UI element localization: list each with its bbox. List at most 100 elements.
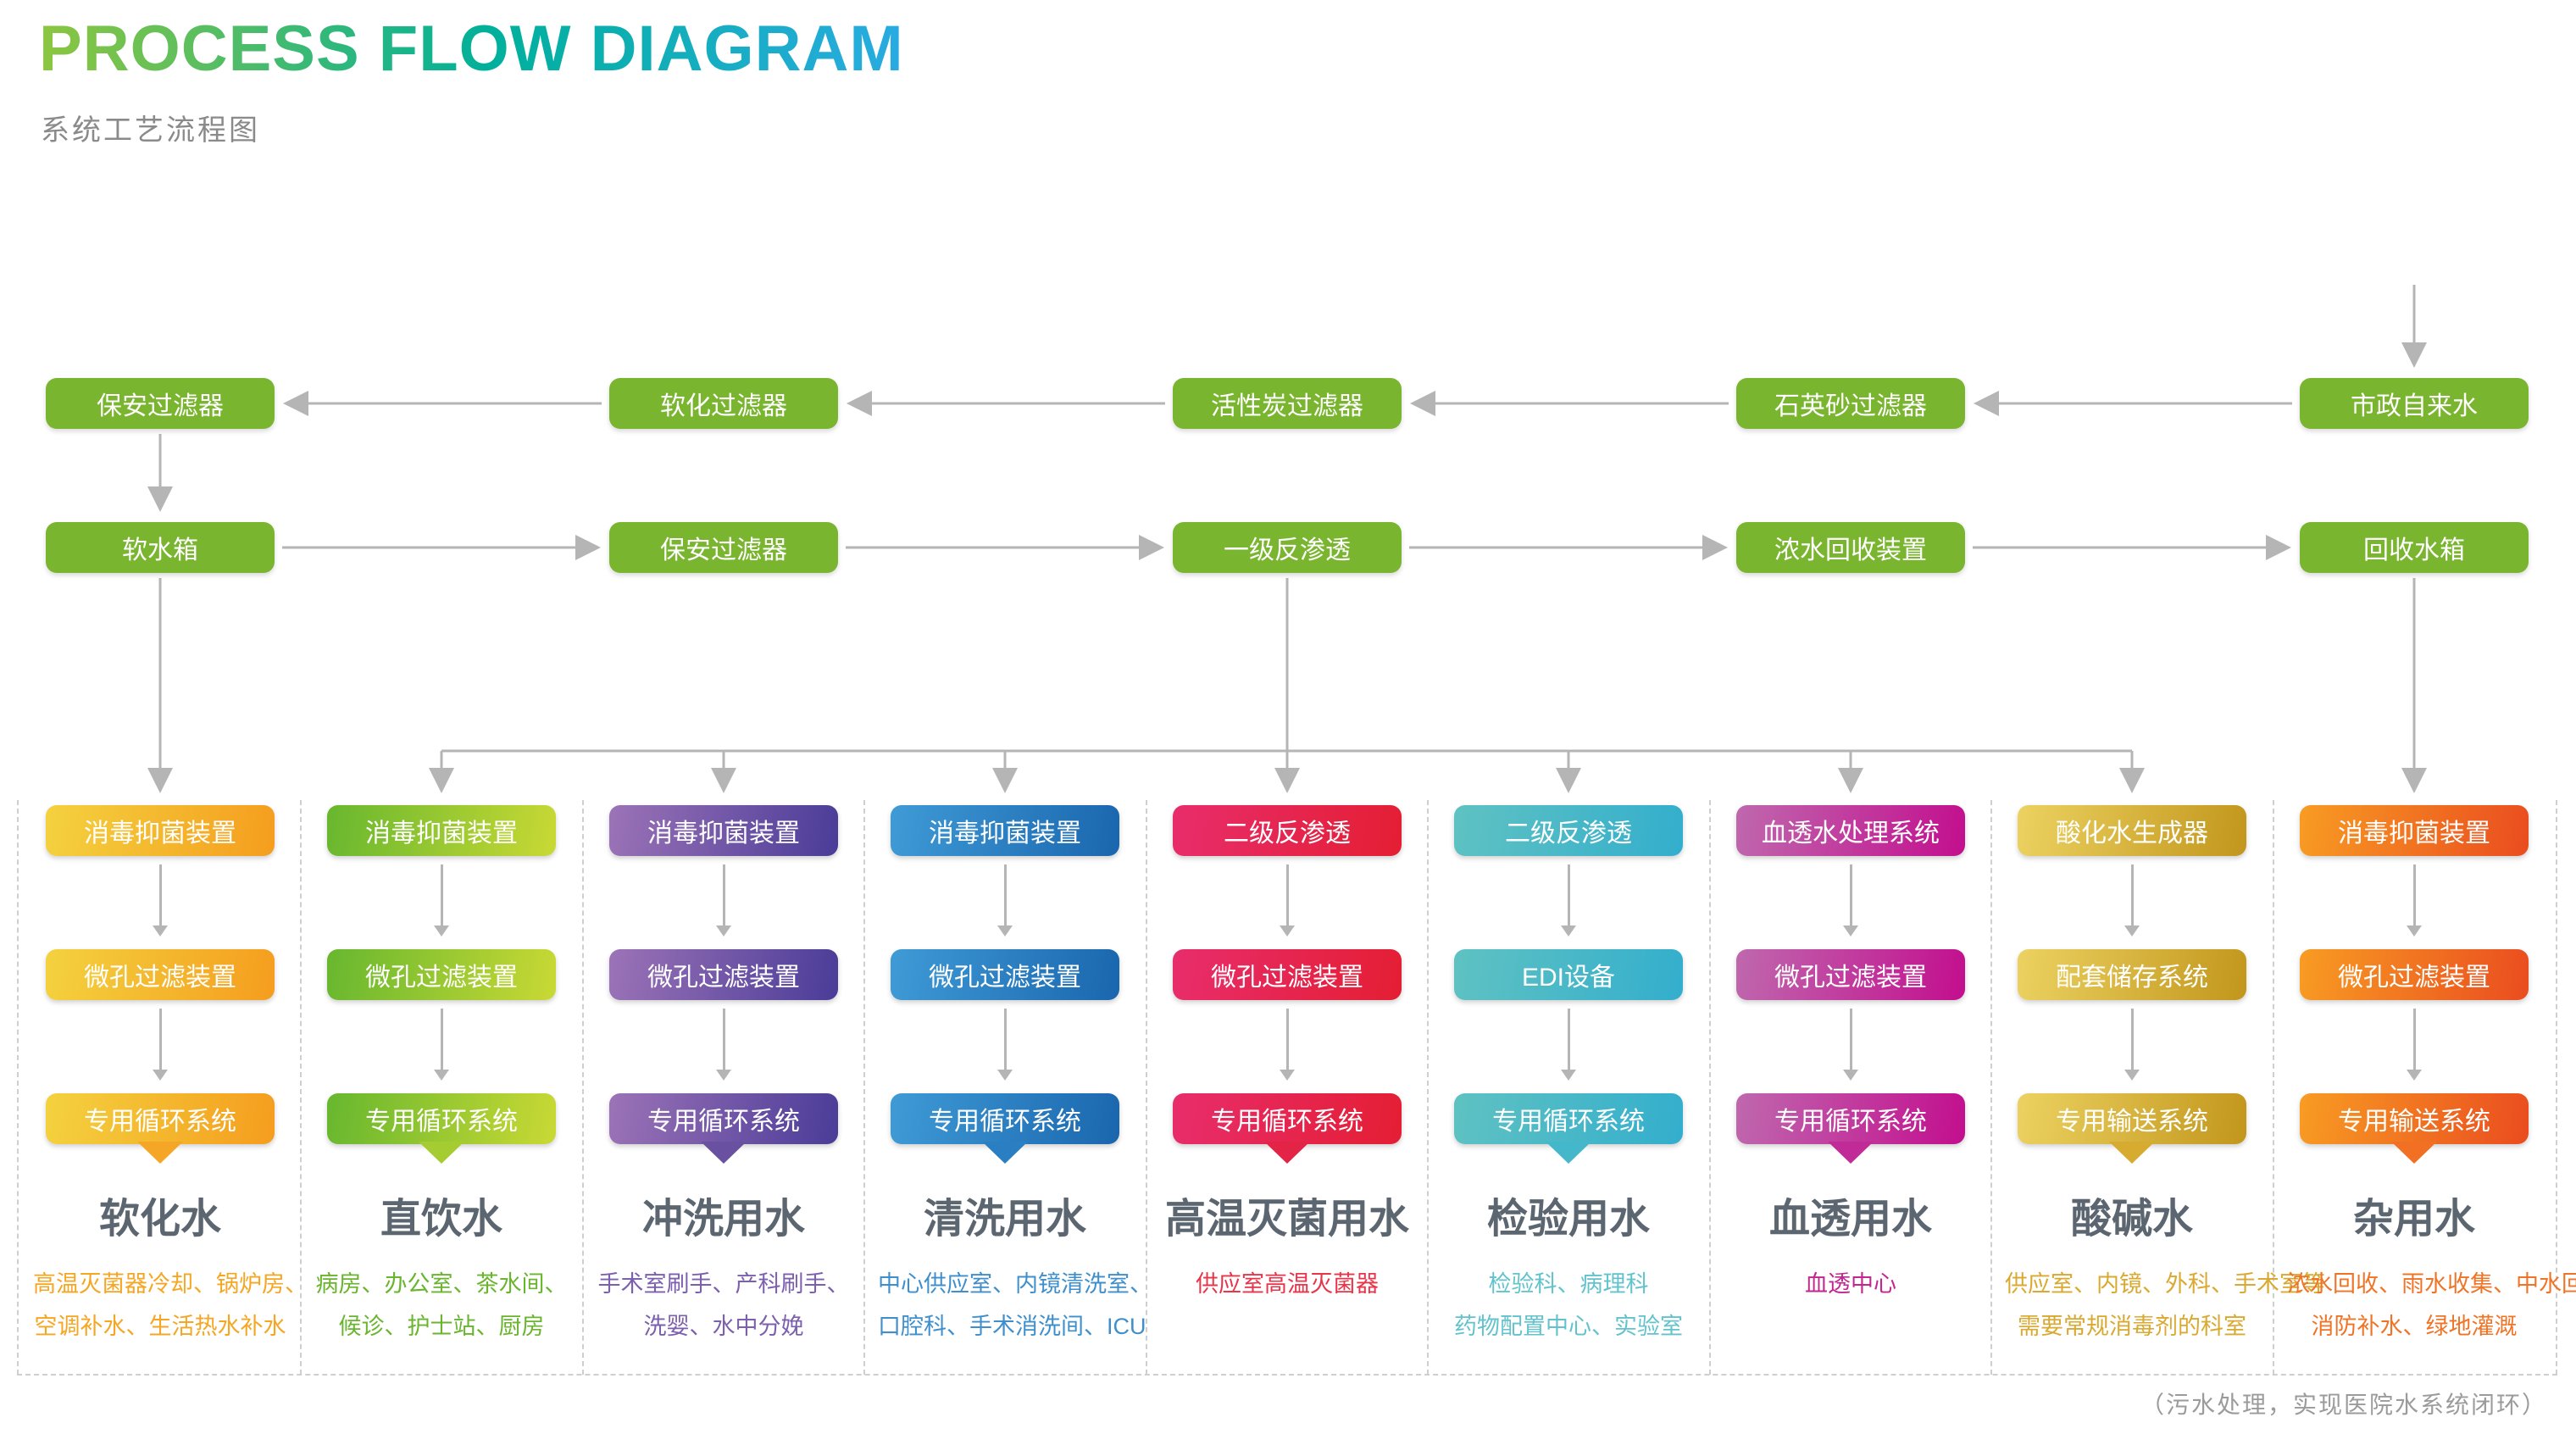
pointer-tail <box>1828 1142 1874 1164</box>
process-box-label: 微孔过滤装置 <box>1211 964 1363 992</box>
page-subtitle: 系统工艺流程图 <box>41 114 260 147</box>
process-box: 消毒抑菌装置 <box>46 805 275 856</box>
process-box: 专用输送系统 <box>2300 1093 2529 1164</box>
water-type-desc: 中心供应室、内镜清洗室、 口腔科、手术消洗间、ICU <box>878 1263 1152 1348</box>
box-label: 石英砂过滤器 <box>1774 392 1927 420</box>
process-box: 微孔过滤装置 <box>609 949 838 1000</box>
process-box-label: 微孔过滤装置 <box>929 964 1081 992</box>
dashed-bottom-border <box>17 1374 2557 1376</box>
process-box: 专用循环系统 <box>609 1093 838 1164</box>
pointer-tail <box>982 1142 1028 1164</box>
pointer-tail <box>1546 1142 1591 1164</box>
pretreat-box-cartridge-filter: 保安过滤器 <box>46 378 275 429</box>
process-box-label: 专用循环系统 <box>1774 1108 1927 1136</box>
process-box: 专用循环系统 <box>327 1093 556 1164</box>
box-label: 软水箱 <box>122 536 198 564</box>
box-label: 保安过滤器 <box>97 392 224 420</box>
down-arrow-icon <box>2005 856 2259 949</box>
process-box-label: 血透水处理系统 <box>1762 820 1940 848</box>
water-type-title: 酸碱水 <box>2070 1197 2193 1242</box>
process-box-label: 专用输送系统 <box>2056 1108 2208 1136</box>
pretreat-box-concentrate-recovery: 浓水回收装置 <box>1736 522 1965 573</box>
water-type-title: 杂用水 <box>2352 1197 2475 1242</box>
process-box: 酸化水生成器 <box>2018 805 2246 856</box>
down-arrow-icon <box>2287 856 2541 949</box>
process-box-label: 微孔过滤装置 <box>1774 964 1927 992</box>
water-type-title: 高温灭菌用水 <box>1164 1197 1409 1242</box>
process-box: 消毒抑菌装置 <box>609 805 838 856</box>
process-box-label: 专用循环系统 <box>1211 1108 1363 1136</box>
water-type-title: 软化水 <box>98 1197 221 1242</box>
process-box-label: 消毒抑菌装置 <box>2338 820 2490 848</box>
pointer-tail <box>1264 1142 1310 1164</box>
down-arrow-icon <box>2005 1000 2259 1093</box>
pointer-tail <box>419 1142 464 1164</box>
column-drinking-water: 消毒抑菌装置 微孔过滤装置 专用循环系统 直饮水 病房、办公室、茶水间、 候诊、… <box>314 805 569 1348</box>
pretreat-box-municipal-water: 市政自来水 <box>2300 378 2529 429</box>
process-box: 二级反渗透 <box>1173 805 1402 856</box>
box-label: 浓水回收装置 <box>1774 536 1927 564</box>
desc-line: 浓水回收、雨水收集、中水回用、 <box>2287 1271 2576 1297</box>
desc-line: 病房、办公室、茶水间、 <box>315 1271 568 1297</box>
box-label: 回收水箱 <box>2363 536 2465 564</box>
process-box-label: 消毒抑菌装置 <box>929 820 1081 848</box>
pretreat-box-quartz-sand: 石英砂过滤器 <box>1736 378 1965 429</box>
desc-line: 需要常规消毒剂的科室 <box>2018 1314 2246 1339</box>
dashed-separator <box>1990 800 1992 1375</box>
column-high-temp-sterilization-water: 二级反渗透 微孔过滤装置 专用循环系统 高温灭菌用水 供应室高温灭菌器 <box>1160 805 1414 1305</box>
process-box-label: 消毒抑菌装置 <box>365 820 518 848</box>
desc-line: 血透中心 <box>1805 1271 1896 1297</box>
page-title: PROCESS FLOW DIAGRAM <box>39 13 904 85</box>
pretreat-box-first-stage-ro: 一级反渗透 <box>1173 522 1402 573</box>
water-type-desc: 检验科、病理科 药物配置中心、实验室 <box>1441 1263 1696 1348</box>
process-box: 配套储存系统 <box>2018 949 2246 1000</box>
down-arrow-icon <box>314 1000 569 1093</box>
desc-line: 手术室刷手、产科刷手、 <box>597 1271 850 1297</box>
desc-line: 中心供应室、内镜清洗室、 <box>878 1271 1152 1297</box>
dashed-separator <box>1709 800 1711 1375</box>
process-box-label: 专用循环系统 <box>929 1108 1081 1136</box>
process-box-label: 微孔过滤装置 <box>84 964 236 992</box>
pretreat-box-soft-water-tank: 软水箱 <box>46 522 275 573</box>
process-box: EDI设备 <box>1454 949 1683 1000</box>
process-box-label: 酸化水生成器 <box>2056 820 2208 848</box>
down-arrow-icon <box>1160 856 1414 949</box>
process-box-label: 专用循环系统 <box>1492 1108 1645 1136</box>
process-box: 微孔过滤装置 <box>1173 949 1402 1000</box>
water-type-desc: 供应室高温灭菌器 <box>1160 1263 1414 1305</box>
water-type-desc: 血透中心 <box>1724 1263 1978 1305</box>
pointer-tail <box>2391 1142 2437 1164</box>
dashed-separator <box>17 800 19 1375</box>
dashed-separator <box>863 800 865 1375</box>
desc-line: 供应室高温灭菌器 <box>1196 1271 1379 1297</box>
box-label: 市政自来水 <box>2351 392 2478 420</box>
pretreat-box-activated-carbon: 活性炭过滤器 <box>1173 378 1402 429</box>
dashed-separator <box>1146 800 1147 1375</box>
column-softened-water: 消毒抑菌装置 微孔过滤装置 专用循环系统 软化水 高温灭菌器冷却、锅炉房、 空调… <box>33 805 308 1348</box>
process-box-label: 微孔过滤装置 <box>365 964 518 992</box>
down-arrow-icon <box>1724 1000 1978 1093</box>
down-arrow-icon <box>1724 856 1978 949</box>
water-type-desc: 浓水回收、雨水收集、中水回用、 消防补水、绿地灌溉 <box>2287 1263 2576 1348</box>
desc-line: 空调补水、生活热水补水 <box>34 1314 286 1339</box>
process-box: 专用循环系统 <box>891 1093 1119 1164</box>
process-box-label: 配套储存系统 <box>2056 964 2208 992</box>
down-arrow-icon <box>33 1000 287 1093</box>
process-box-label: 二级反渗透 <box>1505 820 1632 848</box>
process-box: 专用循环系统 <box>1736 1093 1965 1164</box>
desc-line: 洗婴、水中分娩 <box>643 1314 804 1339</box>
water-type-title: 血透用水 <box>1768 1197 1932 1242</box>
box-label: 软化过滤器 <box>660 392 787 420</box>
process-box: 专用循环系统 <box>46 1093 275 1164</box>
dashed-separator <box>300 800 302 1375</box>
process-box: 专用输送系统 <box>2018 1093 2246 1164</box>
process-box: 专用循环系统 <box>1173 1093 1402 1164</box>
process-box-label: 微孔过滤装置 <box>2338 964 2490 992</box>
down-arrow-icon <box>878 856 1132 949</box>
process-box-label: 专用循环系统 <box>647 1108 800 1136</box>
process-box-label: 专用输送系统 <box>2338 1108 2490 1136</box>
dashed-separator <box>2273 800 2274 1375</box>
water-type-desc: 供应室、内镜、外科、手术室等 需要常规消毒剂的科室 <box>2005 1263 2325 1348</box>
